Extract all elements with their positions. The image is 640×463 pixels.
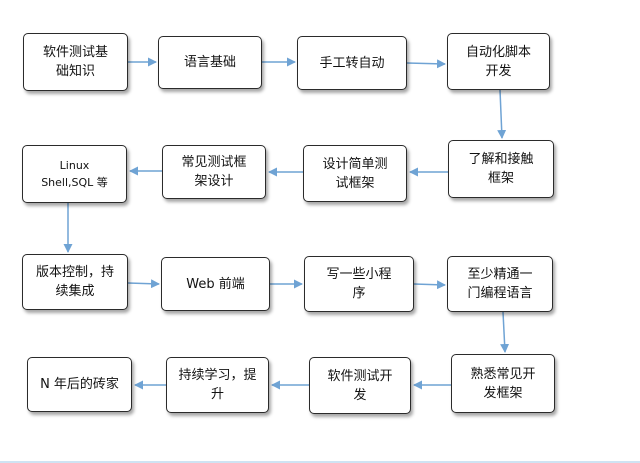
step-linux-shell-sql: Linux Shell,SQL 等 <box>22 145 127 203</box>
step-common-dev-frameworks: 熟悉常见开 发框架 <box>451 354 555 413</box>
step-understand-frameworks: 了解和接触 框架 <box>448 140 554 198</box>
bottom-rule <box>0 461 640 463</box>
step-software-testing-basics: 软件测试基 础知识 <box>23 33 128 91</box>
step-expert-after-n-years: N 年后的砖家 <box>27 357 132 412</box>
arrow-3-to-4 <box>406 59 446 69</box>
step-version-control-ci: 版本控制，持 续集成 <box>22 254 128 310</box>
arrow-4-to-5 <box>497 89 507 139</box>
step-language-basics: 语言基础 <box>158 36 262 89</box>
step-common-framework-design: 常见测试框 架设计 <box>162 145 266 199</box>
step-continuous-learning: 持续学习，提 升 <box>166 357 269 413</box>
arrow-11-to-12 <box>413 280 446 290</box>
step-master-one-language: 至少精通一 门编程语言 <box>447 256 553 312</box>
step-web-frontend: Web 前端 <box>161 257 270 311</box>
step-automation-script-dev: 自动化脚本 开发 <box>447 33 550 90</box>
arrow-9-to-10 <box>127 279 160 289</box>
step-manual-to-automation: 手工转自动 <box>297 36 407 90</box>
step-design-simple-framework: 设计简单测 试框架 <box>303 145 407 202</box>
step-write-small-programs: 写一些小程 序 <box>304 256 414 312</box>
step-software-test-dev: 软件测试开 发 <box>309 357 411 414</box>
arrow-12-to-13 <box>500 311 510 353</box>
